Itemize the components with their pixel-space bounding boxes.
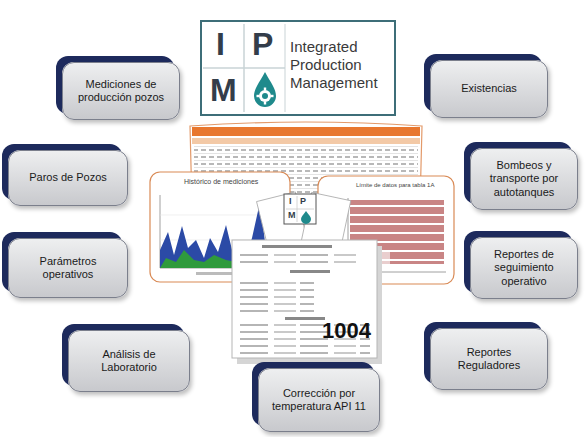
module-box: Corrección por temperatura API 11: [258, 368, 380, 432]
module-label: Bombeos y transporte por autotanques: [479, 159, 569, 199]
chart-title: Límite de datos para tabla 1A: [356, 182, 434, 188]
module-label: Corrección por temperatura API 11: [267, 387, 371, 413]
module-box: Mediciones de producción pozos: [62, 62, 180, 120]
module-label: Parámetros operativos: [17, 255, 119, 281]
chart-title: Histórico de mediciones: [184, 178, 258, 185]
logo-letter: I: [216, 28, 225, 60]
module-label: Paros de Pozos: [29, 171, 107, 184]
module-label: Reportes de seguimiento operativo: [479, 248, 569, 288]
module-box: Paros de Pozos: [8, 150, 128, 206]
logo-letter: M: [210, 74, 237, 106]
module-label: Mediciones de producción pozos: [71, 78, 171, 104]
module-label: Existencias: [461, 82, 517, 95]
module-box: Existencias: [430, 60, 548, 118]
logo-name: Integrated Production Management: [290, 38, 394, 92]
logo-letter: P: [300, 196, 306, 206]
logo-letter: M: [288, 210, 296, 220]
module-box: Reportes Reguladores: [430, 328, 548, 390]
module-box: Análisis de Laboratorio: [68, 330, 190, 392]
module-label: Análisis de Laboratorio: [77, 348, 181, 374]
logo-art: [201, 21, 395, 115]
logo-box: IPM Integrated Production Management: [200, 20, 396, 116]
logo-letter: P: [252, 28, 273, 60]
module-label: Reportes Reguladores: [439, 346, 539, 372]
report-document: [232, 240, 382, 364]
report-number: 1004: [322, 318, 371, 344]
module-box: Bombeos y transporte por autotanques: [470, 148, 578, 210]
module-box: Parámetros operativos: [8, 238, 128, 298]
module-box: Reportes de seguimiento operativo: [470, 237, 578, 299]
logo-letter: I: [289, 196, 292, 206]
